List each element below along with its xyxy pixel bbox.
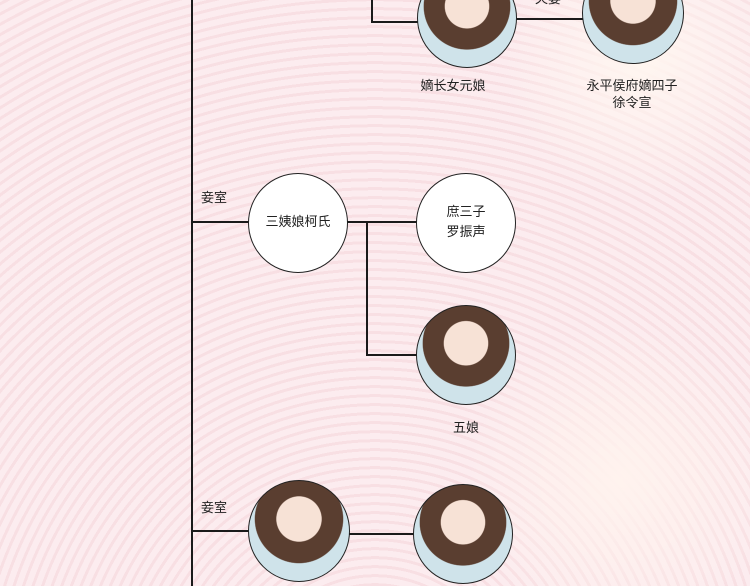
- child-title: 庶三子: [446, 205, 486, 220]
- connector: [349, 533, 415, 535]
- name-yuanniang: 嫡长女元娘: [420, 79, 486, 94]
- connector: [347, 221, 417, 223]
- mother-ke: 三姨娘柯氏: [248, 173, 348, 273]
- portrait-daughter: [413, 484, 513, 584]
- mother-name: 三姨娘柯氏: [265, 215, 331, 230]
- relation-label: 妾室: [200, 191, 227, 206]
- child-luo-zhensheng: 庶三子 罗振声: [416, 173, 516, 273]
- child-name: 罗振声: [446, 225, 486, 240]
- couple-label: 夫妻: [528, 0, 568, 8]
- connector: [192, 221, 249, 223]
- connector: [371, 0, 373, 23]
- trunk-line: [191, 0, 193, 586]
- name-wuniang: 五娘: [452, 421, 479, 436]
- portrait-concubine: [248, 480, 350, 582]
- connector: [366, 354, 418, 356]
- name-xu-lingxuan: 徐令宣: [612, 96, 652, 111]
- couple-line: [516, 18, 584, 20]
- portrait-wuniang: [416, 305, 516, 405]
- portrait-xu-lingxuan: [582, 0, 684, 64]
- connector: [366, 221, 368, 356]
- connector: [192, 530, 249, 532]
- relation-label: 妾室: [200, 501, 227, 516]
- connector: [371, 21, 421, 23]
- title-xu-lingxuan: 永平侯府嫡四子: [586, 79, 678, 94]
- portrait-yuanniang: [417, 0, 517, 68]
